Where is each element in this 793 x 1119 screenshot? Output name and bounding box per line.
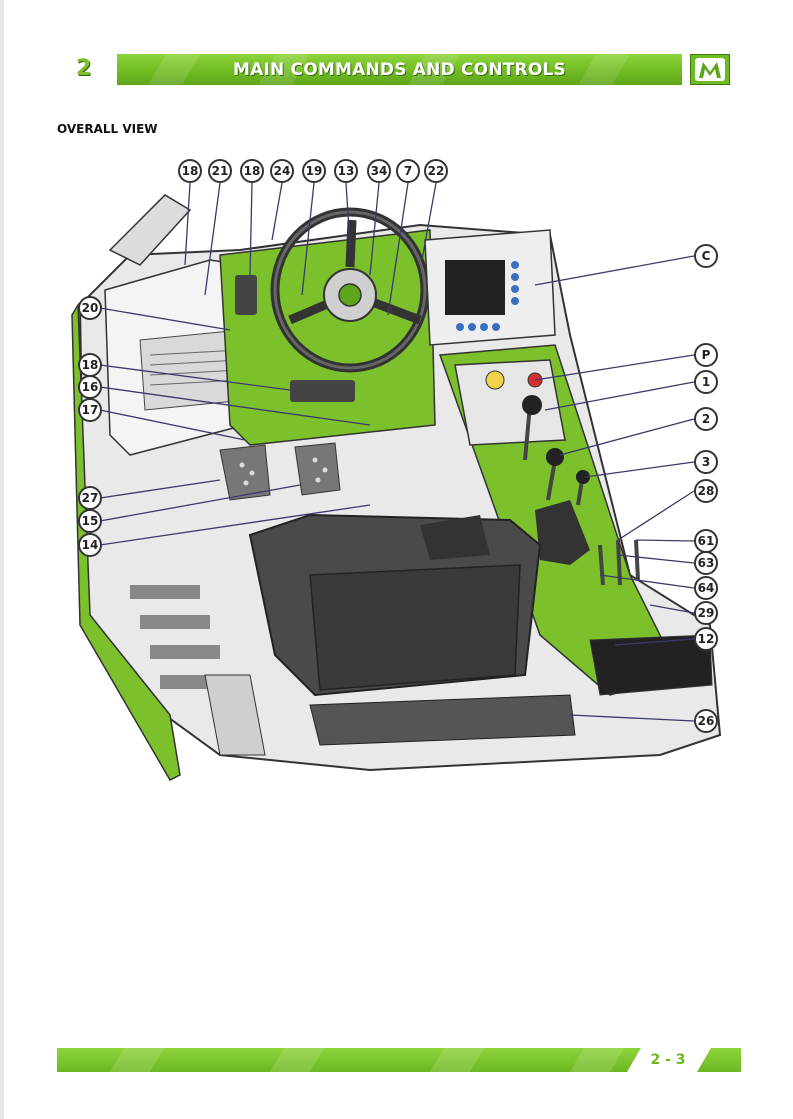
callout-19: 19 [302,159,326,183]
callout-27: 27 [78,486,102,510]
callout-15: 15 [78,509,102,533]
section-title: OVERALL VIEW [57,122,158,136]
callout-63: 63 [694,551,718,575]
callout-26: 26 [694,709,718,733]
footer-bar [57,1048,741,1072]
page-number: 2 - 3 [650,1052,686,1068]
callout-18-left: 18 [78,353,102,377]
callout-p: P [694,343,718,367]
cab-overview-illustration: 18 21 18 24 19 13 34 7 22 20 18 16 17 27… [70,155,730,785]
callout-13: 13 [334,159,358,183]
callout-3: 3 [694,450,718,474]
callout-34: 34 [367,159,391,183]
callout-28: 28 [694,479,718,503]
callout-64: 64 [694,576,718,600]
callout-24: 24 [270,159,294,183]
callout-16: 16 [78,375,102,399]
callout-c: C [694,244,718,268]
callout-14: 14 [78,533,102,557]
callout-22: 22 [424,159,448,183]
callout-20: 20 [78,296,102,320]
callout-21: 21 [208,159,232,183]
callout-61: 61 [694,529,718,553]
merlo-logo-icon [690,54,730,85]
callout-18-top-b: 18 [240,159,264,183]
chapter-number: 2 [76,56,92,81]
callout-29: 29 [694,601,718,625]
chapter-title: MAIN COMMANDS AND CONTROLS [233,60,566,80]
callout-2: 2 [694,407,718,431]
page-edge [0,0,4,1119]
callout-7: 7 [396,159,420,183]
callout-17: 17 [78,398,102,422]
callout-18-top-a: 18 [178,159,202,183]
chapter-header-bar: MAIN COMMANDS AND CONTROLS [117,54,682,85]
callout-12: 12 [694,627,718,651]
callout-1: 1 [694,370,718,394]
